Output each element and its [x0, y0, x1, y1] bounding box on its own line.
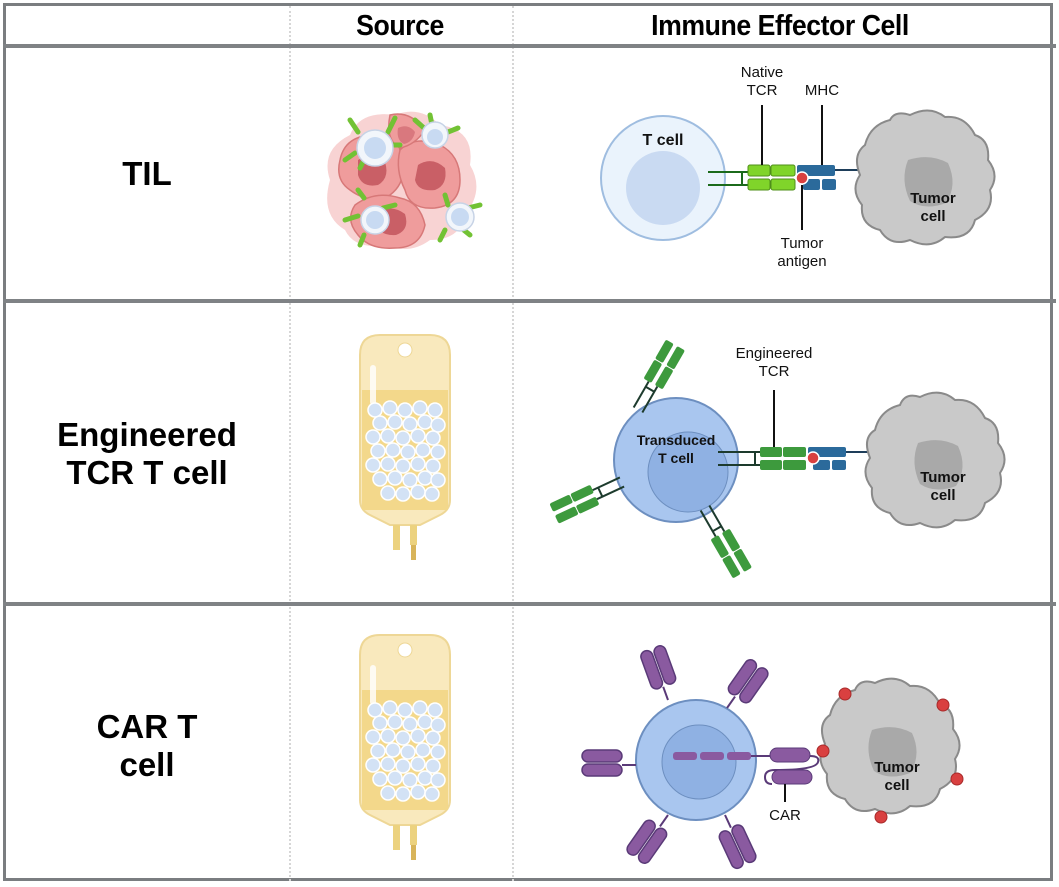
- tumor-cell: Tumor cell: [864, 391, 1006, 529]
- expressed-tcr-upper-left: [632, 340, 685, 413]
- bag-hanger-hole: [397, 642, 413, 658]
- iv-bag-icon: [359, 334, 451, 560]
- tumor-cell-label-line2: cell: [920, 208, 945, 225]
- car-t-effector-diagram: CAR Tumor cell: [581, 645, 964, 870]
- car-t-cell: [635, 699, 757, 821]
- bag-tubes: [393, 825, 417, 860]
- row-divider-1: [3, 299, 1056, 303]
- surface-car-receptors: [581, 645, 769, 870]
- column-divider-2: [512, 6, 514, 881]
- engineered-tcr-label-line1: Engineered: [736, 345, 813, 362]
- expressed-tcr-lower: [699, 505, 752, 578]
- iv-bag-icon: [359, 634, 451, 860]
- lymphocyte-cells: [356, 121, 475, 235]
- row-label-line1: Engineered: [57, 416, 237, 453]
- car-receptor-bottom-right: [718, 814, 757, 870]
- tumor-cell-label-line2: cell: [884, 777, 909, 794]
- row-label-line2: cell: [119, 746, 175, 783]
- tumor-cell-label-line1: Tumor: [874, 759, 920, 776]
- til-effector-diagram: T cell Native TCR MHC Tumor antigen Tumo…: [600, 64, 996, 270]
- row-label-engineered-tcr: Engineered TCR T cell: [6, 416, 288, 492]
- native-tcr: [708, 105, 796, 191]
- t-cell: T cell: [600, 115, 726, 241]
- car-receptor-top-right: [726, 659, 769, 709]
- tumor-antigen: [795, 171, 809, 185]
- row-label-car-t: CAR T cell: [6, 708, 288, 784]
- header-source: Source: [356, 10, 444, 42]
- row-label-text: TIL: [122, 155, 172, 192]
- tumor-antigens: [816, 687, 964, 824]
- t-cell-label: T cell: [643, 132, 684, 149]
- car-intracellular-domains: [673, 752, 770, 760]
- header-immune-effector-cell: Immune Effector Cell: [651, 10, 909, 42]
- transduced-t-cell-label-line1: Transduced: [637, 432, 716, 448]
- car-receptor-left: [581, 749, 636, 777]
- column-divider-1: [289, 6, 291, 881]
- tumor-antigen-label-line2: antigen: [777, 253, 826, 270]
- bag-tubes: [393, 525, 417, 560]
- row-divider-header: [3, 44, 1056, 48]
- expressed-tcr-left: [550, 476, 625, 524]
- native-tcr-label-line1: Native: [741, 64, 784, 81]
- t-cells-in-bag: [365, 400, 446, 502]
- car-receptor-top-left: [640, 645, 677, 701]
- row-label-line2: TCR T cell: [66, 454, 228, 491]
- tumor-cell: Tumor cell: [854, 109, 996, 246]
- tumor-cell-label-line2: cell: [930, 487, 955, 504]
- row-divider-2: [3, 602, 1056, 606]
- tumor-cell-label-line1: Tumor: [910, 190, 956, 207]
- tumor-infiltrating-lymphocytes: [342, 112, 483, 248]
- row-label-til: TIL: [6, 155, 288, 193]
- car-binding: CAR: [763, 747, 820, 824]
- engineered-tcr: [718, 390, 806, 470]
- transduced-t-cell: Transduced T cell: [613, 397, 739, 523]
- row-label-line1: CAR T: [96, 708, 198, 745]
- tumor-antigen: [806, 451, 820, 465]
- native-tcr-label-line2: TCR: [747, 82, 778, 99]
- tumor-tissue-icon: [327, 111, 483, 250]
- t-cells-in-bag: [365, 700, 446, 802]
- mhc-label: MHC: [805, 82, 839, 99]
- tumor-antigen-label-line1: Tumor: [781, 235, 824, 252]
- bag-hanger-hole: [397, 342, 413, 358]
- car-receptor-bottom-left: [626, 814, 669, 864]
- transduced-t-cell-label-line2: T cell: [658, 450, 694, 466]
- engineered-tcr-effector-diagram: Transduced T cell Engineered TCR Tumor c…: [550, 340, 1006, 578]
- tumor-cell: Tumor cell: [819, 677, 961, 815]
- engineered-tcr-label-line2: TCR: [759, 363, 790, 380]
- car-label: CAR: [769, 807, 801, 824]
- tumor-cell-label-line1: Tumor: [920, 469, 966, 486]
